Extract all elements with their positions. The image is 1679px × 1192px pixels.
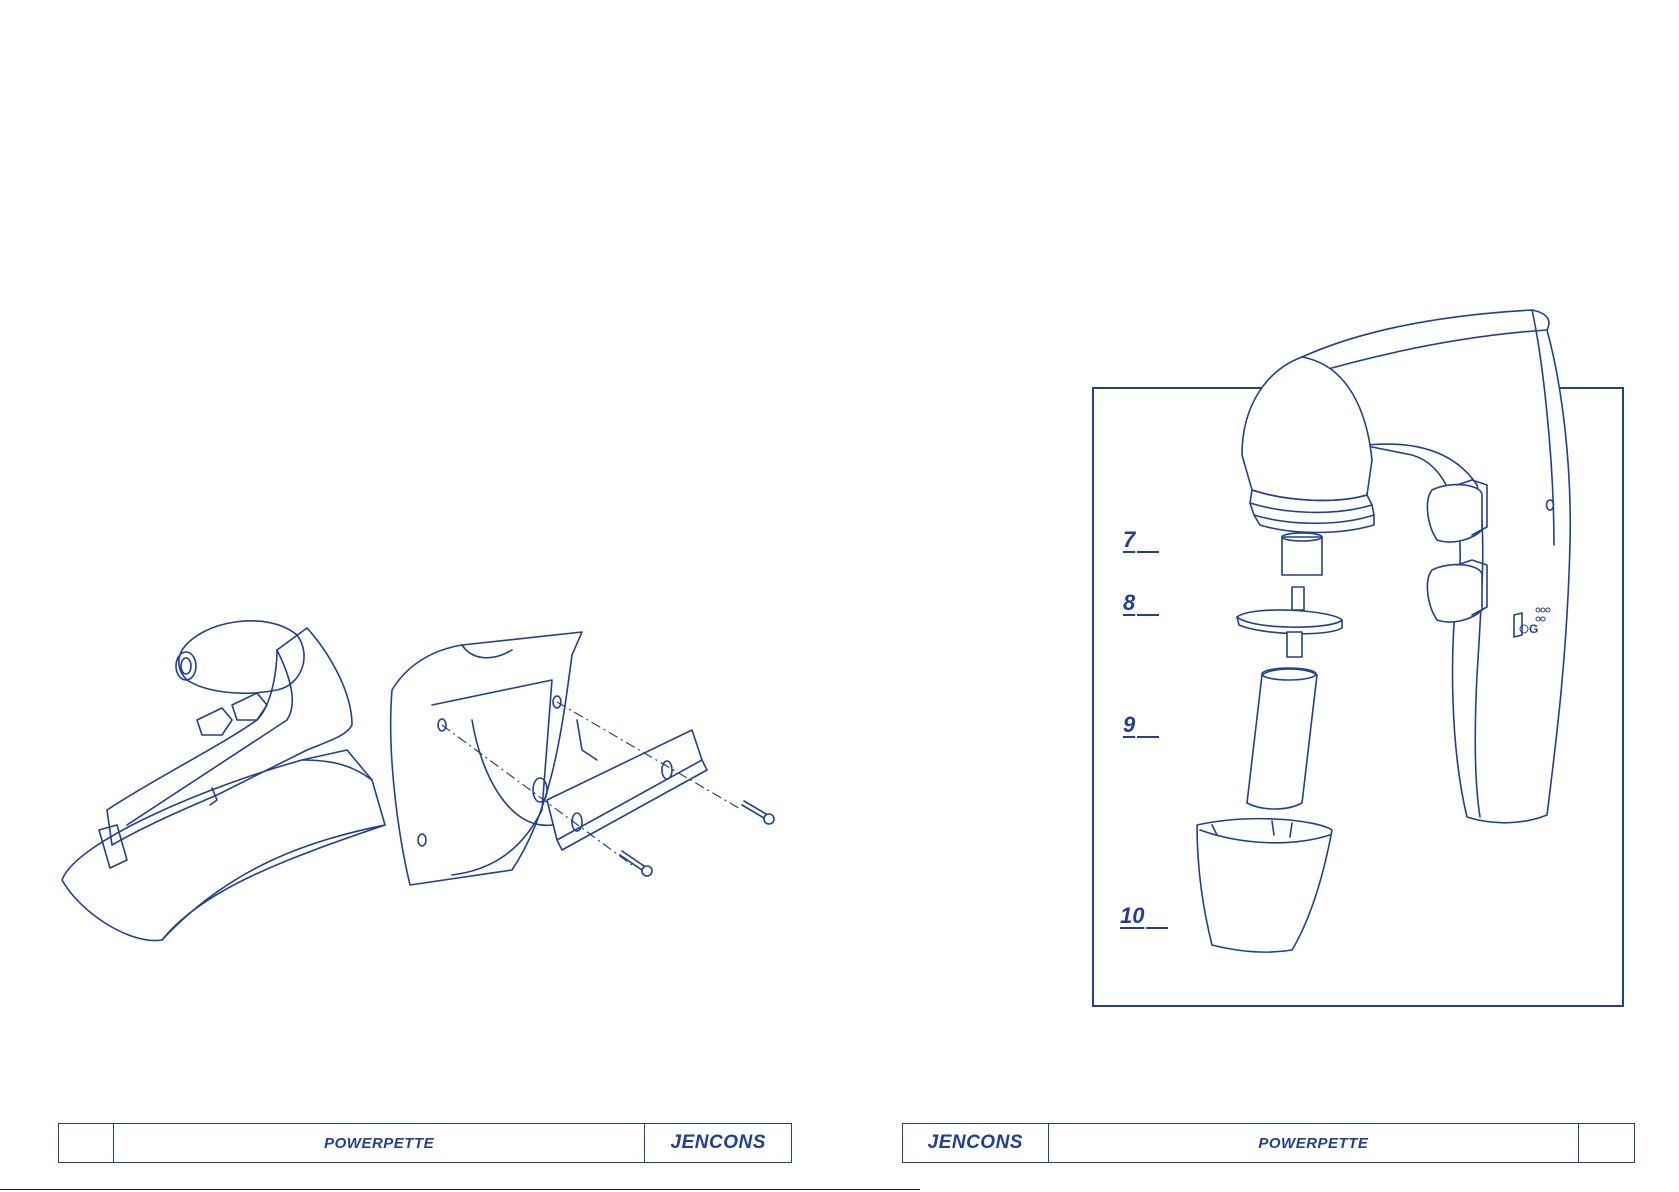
svg-text:G: G (1529, 622, 1538, 636)
jencons-logo: JENCONS (928, 1132, 1023, 1154)
part-8-filter (1237, 587, 1342, 657)
wall-mounting-plate (547, 720, 707, 850)
brand-center-cell: POWERPETTE (114, 1124, 646, 1162)
brand-center-cell: POWERPETTE (1049, 1124, 1580, 1162)
page-number-cell (1579, 1124, 1634, 1162)
part-9-silicone-adapter (1247, 668, 1317, 809)
stand-and-wall-bracket-illustration (52, 610, 812, 960)
brand-left-cell: JENCONS (903, 1124, 1049, 1162)
part-label-8: 8 (1123, 590, 1159, 616)
page-bottom-rule (0, 1189, 920, 1190)
part-number: 7 (1123, 527, 1135, 552)
part-number: 8 (1123, 590, 1135, 615)
part-label-7: 7 (1123, 527, 1159, 553)
exploded-nosepiece-illustration: G (1092, 295, 1652, 1015)
footer-right-page: JENCONS POWERPETTE (902, 1123, 1635, 1163)
assembly-line (557, 702, 742, 810)
part-number: 9 (1123, 712, 1135, 737)
part-label-9: 9 (1123, 712, 1159, 738)
screw (742, 801, 774, 824)
wall-bracket-housing (391, 632, 582, 885)
pipette-stand-base (62, 750, 385, 941)
powerpette-logo: POWERPETTE (1258, 1135, 1368, 1152)
part-label-10: 10 (1120, 903, 1168, 929)
part-10-nose-cap (1197, 819, 1332, 952)
part-7-adapter (1282, 533, 1322, 575)
assembly-line (442, 725, 632, 865)
footer-left-page: POWERPETTE JENCONS (58, 1123, 792, 1163)
pipette-controller-on-stand (99, 621, 352, 868)
page-number-cell (59, 1124, 114, 1162)
jencons-logo: JENCONS (671, 1132, 766, 1154)
part-number: 10 (1120, 903, 1144, 928)
screw (620, 851, 652, 876)
brand-right-cell: JENCONS (645, 1124, 791, 1162)
powerpette-logo: POWERPETTE (324, 1135, 434, 1152)
